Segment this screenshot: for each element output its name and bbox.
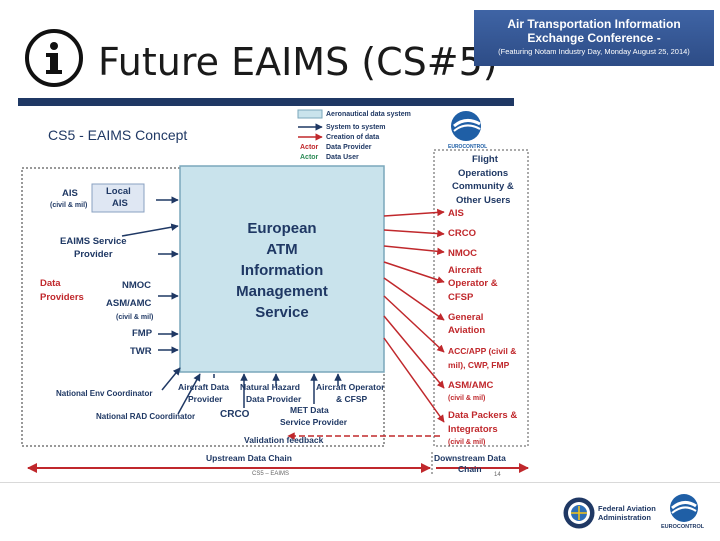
bottom-natural-hazard-2: Data Provider bbox=[246, 394, 302, 404]
left-data-providers-1: Data bbox=[40, 278, 61, 289]
legend-system: System to system bbox=[326, 124, 386, 131]
diagram-footer: CS5 – EAIMS bbox=[252, 471, 290, 477]
left-nmoc: NMOC bbox=[122, 280, 152, 291]
center-line-2: ATM bbox=[266, 241, 298, 258]
footer-bar bbox=[0, 482, 720, 541]
center-line-3: Information bbox=[240, 262, 324, 279]
right-user-packers-2: Integrators bbox=[448, 424, 498, 435]
central-ems-box bbox=[179, 165, 385, 373]
left-ais-sub: (civil & mil) bbox=[50, 202, 88, 209]
right-flight-ops-2: Operations bbox=[458, 168, 509, 179]
right-user-acc-2: mil), CWP, FMP bbox=[448, 360, 510, 370]
right-flight-ops-1: Flight bbox=[472, 154, 498, 165]
legend-aeronautical: Aeronautical data system bbox=[326, 111, 411, 118]
diagram-heading: CS5 - EAIMS Concept bbox=[48, 127, 188, 143]
center-line-1: European bbox=[247, 220, 317, 237]
right-user-acc-1: ACC/APP (civil & bbox=[448, 346, 517, 356]
right-user-asm-1: ASM/AMC bbox=[448, 380, 494, 391]
right-user-aircraft-op-1: Aircraft bbox=[448, 265, 482, 276]
left-eaims-provider-2: Provider bbox=[74, 249, 113, 260]
banner-line-2: Exchange Conference - bbox=[527, 31, 661, 45]
left-ais: AIS bbox=[62, 188, 78, 199]
bottom-met-2: Service Provider bbox=[280, 417, 348, 427]
bottom-downstream-1: Downstream Data bbox=[434, 453, 506, 463]
left-twr: TWR bbox=[130, 346, 152, 357]
left-national-rad: National RAD Coordinator bbox=[96, 412, 196, 421]
faa-seal-icon bbox=[563, 497, 595, 529]
left-data-providers-2: Providers bbox=[40, 292, 84, 303]
conference-banner: Air Transportation Information Exchange … bbox=[474, 10, 714, 66]
banner-line-1: Air Transportation Information bbox=[507, 17, 681, 31]
bottom-validation: Validation feedback bbox=[244, 435, 324, 445]
eurocontrol-icon bbox=[670, 494, 698, 522]
eurocontrol-logo-label: EUROCONTROL bbox=[448, 144, 488, 150]
eurocontrol-footer-label: EUROCONTROL bbox=[661, 524, 705, 530]
bottom-aircraft-data-1: Aircraft Data bbox=[178, 382, 230, 392]
right-user-packers-1: Data Packers & bbox=[448, 410, 518, 421]
left-local-ais-1: Local bbox=[106, 186, 131, 197]
right-flight-ops-4: Other Users bbox=[456, 195, 511, 206]
bottom-aircraft-operator-2: & CFSP bbox=[336, 394, 368, 404]
diagram-graphics bbox=[21, 109, 529, 476]
right-user-aircraft-op-3: CFSP bbox=[448, 292, 474, 303]
center-line-4: Management bbox=[236, 283, 328, 300]
bottom-upstream: Upstream Data Chain bbox=[206, 453, 292, 463]
bottom-met-1: MET Data bbox=[290, 405, 329, 415]
info-icon bbox=[25, 29, 83, 87]
left-eaims-provider-1: EAIMS Service bbox=[60, 236, 127, 247]
faa-line-1: Federal Aviation bbox=[598, 504, 656, 513]
legend-actor-user: Actor bbox=[300, 154, 319, 161]
right-user-aircraft-op-2: Operator & bbox=[448, 278, 498, 289]
left-fmp: FMP bbox=[132, 328, 153, 339]
banner-line-3: (Featuring Notam Industry Day, Monday Au… bbox=[498, 47, 690, 56]
right-user-crco: CRCO bbox=[448, 228, 476, 239]
diagram-page: 14 bbox=[494, 472, 501, 478]
right-user-packers-3: (civil & mil) bbox=[448, 439, 486, 446]
center-line-5: Service bbox=[255, 304, 309, 321]
slide-title: Future EAIMS (CS#5) bbox=[98, 40, 498, 84]
bottom-natural-hazard-1: Natural Hazard bbox=[240, 382, 300, 392]
legend-creation: Creation of data bbox=[326, 134, 380, 141]
title-rule bbox=[18, 98, 514, 106]
eurocontrol-diagram-logo bbox=[451, 111, 481, 141]
faa-text: Federal Aviation Administration bbox=[598, 504, 656, 522]
legend-data-provider: Data Provider bbox=[326, 144, 372, 151]
right-user-ga-1: General bbox=[448, 312, 484, 323]
eaims-diagram: CS5 - EAIMS Concept Aeronautical data sy… bbox=[18, 106, 534, 481]
right-user-asm-2: (civil & mil) bbox=[448, 395, 486, 402]
left-local-ais-2: AIS bbox=[112, 198, 128, 209]
left-asm-amc: ASM/AMC bbox=[106, 298, 152, 309]
faa-line-2: Administration bbox=[598, 513, 651, 522]
bottom-crco: CRCO bbox=[220, 409, 250, 420]
right-user-ais: AIS bbox=[448, 208, 464, 219]
legend-actor-provider: Actor bbox=[300, 144, 319, 151]
left-asm-sub: (civil & mil) bbox=[116, 314, 154, 321]
bottom-aircraft-operator-1: Aircraft Operator bbox=[316, 382, 385, 392]
right-user-nmoc: NMOC bbox=[448, 248, 478, 259]
bottom-aircraft-data-2: Provider bbox=[188, 394, 223, 404]
bottom-downstream-2: Chain bbox=[458, 464, 482, 474]
legend-data-user: Data User bbox=[326, 154, 359, 161]
right-user-ga-2: Aviation bbox=[448, 325, 486, 336]
right-flight-ops-3: Community & bbox=[452, 181, 514, 192]
left-national-env: National Env Coordinator bbox=[56, 389, 153, 398]
